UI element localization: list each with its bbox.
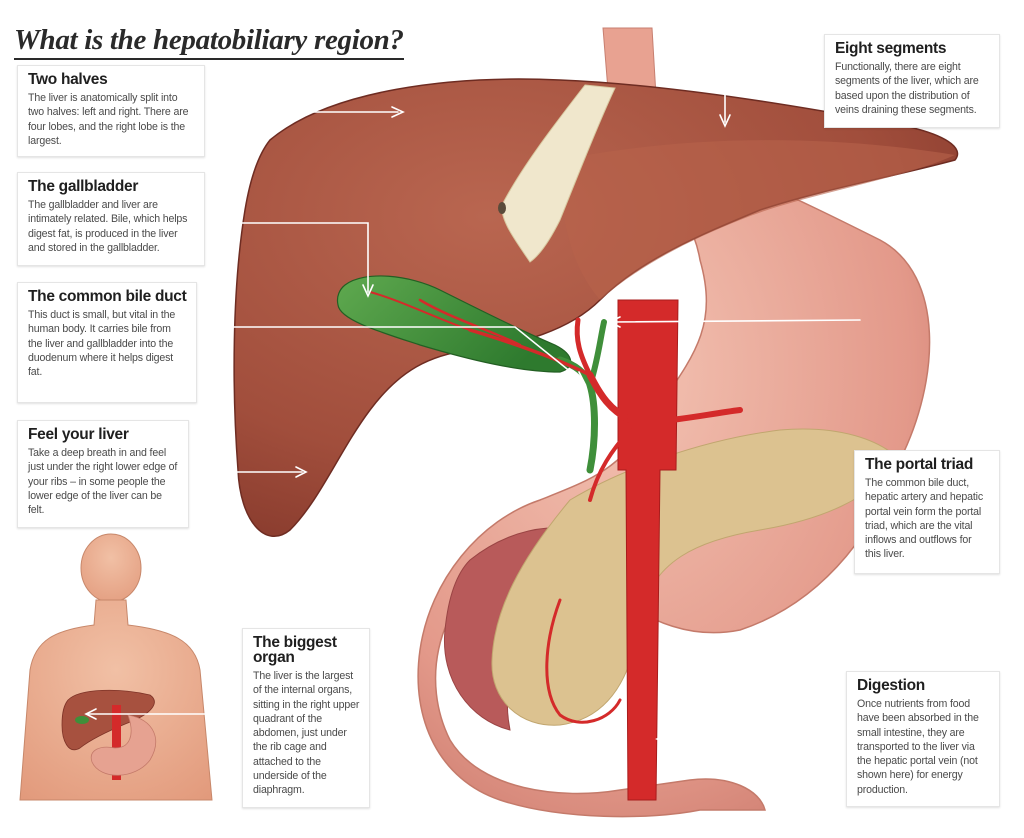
body-silhouette xyxy=(19,533,213,801)
liver-left-lobe xyxy=(560,140,955,300)
callout-biggest-organ: The biggest organ The liver is the large… xyxy=(242,628,370,808)
callout-heading: The common bile duct xyxy=(28,288,187,305)
callout-heading: Digestion xyxy=(857,677,925,694)
callout-heading: The gallbladder xyxy=(28,178,139,195)
callout-feel-your-liver: Feel your liver Take a deep breath in an… xyxy=(17,420,189,528)
callout-text: Take a deep breath in and feel just unde… xyxy=(28,447,178,517)
callout-text: The common bile duct, hepatic artery and… xyxy=(865,477,984,561)
callout-text: The liver is the largest of the internal… xyxy=(253,670,360,797)
callout-heading: The portal triad xyxy=(865,456,974,473)
callout-two-halves: Two halves The liver is anatomically spl… xyxy=(17,65,205,157)
callout-heading: The biggest organ xyxy=(253,634,337,666)
callout-portal-triad: The portal triad The common bile duct, h… xyxy=(854,450,1000,574)
page-title: What is the hepatobiliary region? xyxy=(14,24,404,60)
callout-gallbladder: The gallbladder The gallbladder and live… xyxy=(17,172,205,266)
aorta xyxy=(617,299,679,801)
callout-text: This duct is small, but vital in the hum… xyxy=(28,309,176,379)
callout-text: Functionally, there are eight segments o… xyxy=(835,61,979,116)
callout-text: Once nutrients from food have been absor… xyxy=(857,698,979,796)
hepatic-arteries xyxy=(369,291,743,762)
callout-text: The gallbladder and liver are intimately… xyxy=(28,199,188,254)
callout-heading: Two halves xyxy=(28,71,108,88)
callout-common-bile-duct: The common bile duct This duct is small,… xyxy=(17,282,197,403)
callout-digestion: Digestion Once nutrients from food have … xyxy=(846,671,1000,807)
falciform-ligament xyxy=(501,84,616,263)
callout-heading: Feel your liver xyxy=(28,426,129,443)
pointer-lines xyxy=(84,79,861,745)
pancreas xyxy=(491,428,901,726)
callout-text: The liver is anatomically split into two… xyxy=(28,92,189,147)
callout-eight-segments: Eight segments Functionally, there are e… xyxy=(824,34,1000,128)
callout-heading: Eight segments xyxy=(835,40,947,57)
